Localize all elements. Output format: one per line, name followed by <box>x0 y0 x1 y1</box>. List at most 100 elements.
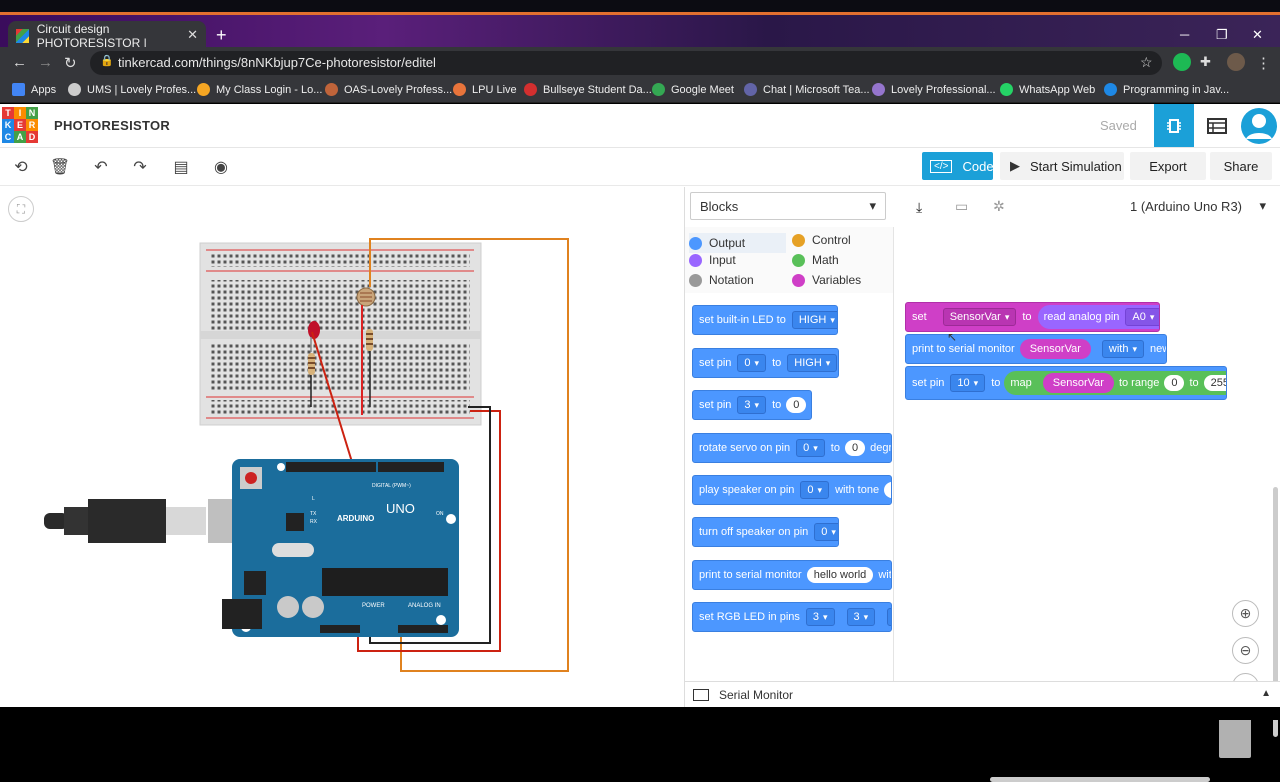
script-set-variable[interactable]: set SensorVar to read analog pin A0 <box>905 302 1160 332</box>
category-control[interactable]: Control <box>792 233 851 247</box>
serial-monitor-bar[interactable]: Serial Monitor ▲ <box>685 681 1280 707</box>
zoom-out-icon[interactable]: ⊖ <box>1232 637 1259 664</box>
arduino-uno-board[interactable] <box>222 459 459 637</box>
circuit-view-button[interactable] <box>1154 104 1194 147</box>
share-button[interactable]: Share <box>1210 152 1272 180</box>
horizontal-scrollbar[interactable] <box>990 777 1210 782</box>
reload-icon[interactable]: ↻ <box>64 55 77 72</box>
back-icon[interactable]: ← <box>12 54 27 71</box>
red-led[interactable] <box>308 321 320 352</box>
script-print-serial[interactable]: print to serial monitor SensorVar with n… <box>905 334 1167 364</box>
block-dropdown[interactable]: 0 <box>737 354 767 372</box>
block-dropdown[interactable]: HIGH <box>787 354 838 372</box>
block-turn-off-speaker[interactable]: turn off speaker on pin 0 <box>692 517 839 547</box>
category-math[interactable]: Math <box>792 253 839 267</box>
range-high-input[interactable]: 255 <box>1203 375 1226 391</box>
block-dropdown[interactable]: 0 <box>796 439 825 457</box>
new-tab-icon[interactable]: + <box>216 25 227 45</box>
lock-icon[interactable]: 🔒 <box>100 55 114 67</box>
with-dropdown[interactable]: with <box>1101 340 1144 358</box>
code-button[interactable]: </> Code <box>922 152 994 180</box>
caret-up-icon[interactable]: ▲ <box>1261 688 1271 699</box>
undo-icon[interactable]: ↶ <box>94 159 108 176</box>
profile-avatar-icon[interactable] <box>1227 53 1245 71</box>
variable-reporter[interactable]: SensorVar <box>1042 373 1114 393</box>
bookmark-google-meet[interactable]: Google Meet <box>652 83 734 96</box>
extensions-puzzle-icon[interactable]: ✚ <box>1200 54 1211 69</box>
browser-tab[interactable]: Circuit design PHOTORESISTOR | ✕ <box>8 21 206 50</box>
user-avatar-button[interactable] <box>1239 104 1279 147</box>
photoresistor[interactable] <box>356 287 376 307</box>
component-list-button[interactable] <box>1197 104 1237 147</box>
block-number-input[interactable]: 0 <box>786 397 807 413</box>
pin-dropdown[interactable]: 10 <box>950 374 986 392</box>
block-number-input[interactable]: 60 <box>884 482 891 498</box>
start-simulation-button[interactable]: ▶ Start Simulation <box>1000 152 1124 180</box>
zoom-in-icon[interactable]: ⊕ <box>1232 600 1259 627</box>
resistor-sensor[interactable] <box>366 329 373 407</box>
project-title[interactable]: PHOTORESISTOR <box>54 118 171 133</box>
category-notation[interactable]: Notation <box>689 273 754 287</box>
bookmark-myclass[interactable]: My Class Login - Lo... <box>197 83 322 96</box>
vertical-scrollbar[interactable] <box>1273 487 1278 737</box>
block-rotate-servo[interactable]: rotate servo on pin 0 to 0 degre <box>692 433 892 463</box>
breadboard[interactable] <box>199 242 482 426</box>
block-set-pin-digital[interactable]: set pin 0 to HIGH <box>692 348 839 378</box>
notes-icon[interactable]: ▤ <box>173 159 189 176</box>
block-dropdown[interactable]: HIGH <box>791 311 837 329</box>
bookmark-lpu-live[interactable]: LPU Live <box>453 83 517 96</box>
block-dropdown[interactable]: 3 <box>846 608 876 626</box>
bookmark-teams[interactable]: Chat | Microsoft Tea... <box>744 83 870 96</box>
delete-trash-icon[interactable]: 🗑 <box>49 159 71 176</box>
block-dropdown[interactable]: 0 <box>800 481 830 499</box>
range-low-input[interactable]: 0 <box>1164 375 1185 391</box>
bookmark-apps[interactable]: Apps <box>12 83 56 96</box>
device-select[interactable]: 1 (Arduino Uno R3) ▾ <box>1120 192 1276 220</box>
bookmark-ums[interactable]: UMS | Lovely Profes... <box>68 83 196 96</box>
wire-red-signal[interactable] <box>311 331 353 463</box>
block-text-input[interactable]: hello world <box>806 567 874 583</box>
download-code-icon[interactable]: ⤓ <box>916 199 923 215</box>
block-set-builtin-led[interactable]: set built-in LED to HIGH <box>692 305 838 335</box>
bookmark-programming-java[interactable]: Programming in Jav... <box>1104 83 1229 96</box>
block-dropdown[interactable]: 3 <box>737 396 767 414</box>
url-input[interactable]: tinkercad.com/things/8nNKbjup7Ce-photore… <box>90 51 1162 75</box>
block-dropdown[interactable]: 0 <box>814 523 838 541</box>
forward-icon[interactable]: → <box>38 54 53 71</box>
map-block[interactable]: map SensorVar to range 0 to 255 <box>1004 371 1226 395</box>
read-analog-block[interactable]: read analog pin A0 <box>1037 305 1159 329</box>
wire-orange[interactable] <box>369 238 569 672</box>
variable-reporter[interactable]: SensorVar <box>1019 339 1091 359</box>
resistor-led[interactable] <box>308 353 315 407</box>
category-variables[interactable]: Variables <box>792 273 861 287</box>
usb-cable[interactable] <box>44 499 264 543</box>
bookmark-star-icon[interactable]: ☆ <box>1140 54 1153 70</box>
category-input[interactable]: Input <box>689 253 736 267</box>
block-play-speaker[interactable]: play speaker on pin 0 with tone 60 <box>692 475 892 505</box>
rotate-icon[interactable]: ⟲ <box>14 159 28 176</box>
browser-menu-icon[interactable]: ⋮ <box>1256 55 1271 72</box>
visibility-eye-icon[interactable]: ◉ <box>214 159 228 176</box>
script-set-pin-map[interactable]: set pin 10 to map SensorVar to range 0 t… <box>905 366 1227 400</box>
grammarly-extension-icon[interactable] <box>1173 53 1191 71</box>
category-output[interactable]: Output <box>689 233 786 253</box>
wire-black-ground[interactable] <box>369 406 491 644</box>
variable-dropdown[interactable]: SensorVar <box>942 308 1017 326</box>
bookmark-oas[interactable]: OAS-Lovely Profess... <box>325 83 452 96</box>
block-set-rgb-led[interactable]: set RGB LED in pins 3 3 3 <box>692 602 892 632</box>
block-print-serial[interactable]: print to serial monitor hello world with <box>692 560 892 590</box>
trash-can-icon[interactable] <box>1219 716 1251 758</box>
bookmark-lovely-professional[interactable]: Lovely Professional... <box>872 83 996 96</box>
close-tab-icon[interactable]: ✕ <box>187 27 198 42</box>
restore-icon[interactable]: ❐ <box>1216 27 1228 42</box>
analog-pin-dropdown[interactable]: A0 <box>1125 308 1159 326</box>
blocks-mode-select[interactable]: Blocks ▾ <box>690 192 886 220</box>
minimize-icon[interactable]: ─ <box>1180 27 1190 42</box>
upload-library-icon[interactable]: ▭ <box>955 198 969 214</box>
redo-icon[interactable]: ↷ <box>133 159 147 176</box>
export-button[interactable]: Export <box>1130 152 1206 180</box>
circuit-canvas[interactable]: ⛶ <box>0 187 684 707</box>
tinkercad-logo[interactable]: T I N K E R C A D <box>2 107 38 143</box>
debugger-bug-icon[interactable]: ✲ <box>993 198 1005 214</box>
block-set-pin-analog[interactable]: set pin 3 to 0 <box>692 390 812 420</box>
